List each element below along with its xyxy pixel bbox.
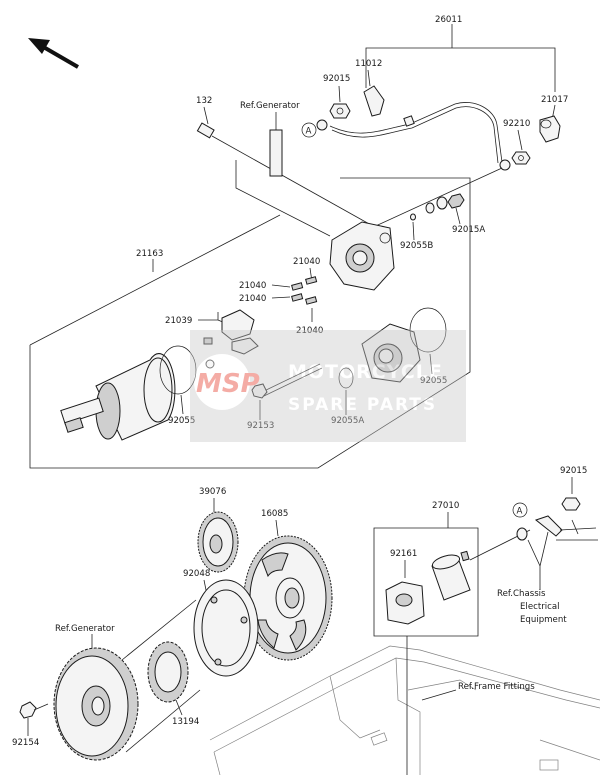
- watermark-brand: MSP: [196, 369, 260, 399]
- ref-generator-bottom: Ref.Generator: [55, 624, 115, 634]
- callout-92055-left: 92055: [168, 416, 195, 426]
- ref-chassis-line3: Equipment: [520, 615, 567, 625]
- callout-92161: 92161: [390, 549, 417, 559]
- callout-21040-d: 21040: [296, 326, 323, 336]
- msp-watermark: MSP MOTORCYCLE SPARE PARTS: [190, 330, 466, 442]
- callout-27010: 27010: [432, 501, 459, 511]
- callout-92210: 92210: [503, 119, 530, 129]
- watermark-line1: MOTORCYCLE: [288, 361, 443, 383]
- starter-motor-yoke-part: [60, 353, 176, 441]
- callout-21017: 21017: [541, 95, 568, 105]
- callout-21163: 21163: [136, 249, 163, 259]
- callout-92055-right: 92055: [420, 376, 447, 386]
- callout-21040-a: 21040: [293, 257, 320, 267]
- one-way-clutch-13194: [147, 641, 189, 703]
- callout-39076: 39076: [199, 487, 226, 497]
- watermark-line2: SPARE PARTS: [288, 395, 437, 415]
- relay-connector-part: [539, 115, 561, 143]
- callout-11012: 11012: [355, 59, 382, 69]
- callout-13194: 13194: [172, 717, 199, 727]
- nut-92210: [511, 151, 531, 165]
- brush-holder-part: [203, 309, 259, 369]
- callout-21039: 21039: [165, 316, 192, 326]
- callout-92055B: 92055B: [400, 241, 433, 251]
- marker-a-top: A: [301, 122, 317, 138]
- svg-text:A: A: [306, 127, 312, 137]
- through-bolt-92153: [251, 363, 323, 399]
- idle-gear-39076: [197, 511, 239, 573]
- clutch-housing-92048: [193, 579, 259, 677]
- o-ring-92055A: [338, 367, 354, 389]
- ref-frame-fittings: Ref.Frame Fittings: [458, 682, 535, 692]
- callout-92055A: 92055A: [331, 416, 364, 426]
- callout-26011: 26011: [435, 15, 462, 25]
- callout-92015A: 92015A: [452, 225, 485, 235]
- long-bolt-132: [196, 122, 381, 231]
- starter-front-cover-part: [361, 323, 421, 383]
- callout-92048: 92048: [183, 569, 210, 579]
- o-ring-92055-left: [159, 345, 197, 395]
- starter-motor-assembly-frame: [29, 177, 471, 469]
- ref-chassis-line2: Electrical: [520, 602, 560, 612]
- callout-92015-right: 92015: [560, 466, 587, 476]
- starter-relay-27010: [431, 550, 471, 601]
- starter-clutch-gear-16085: [243, 535, 333, 661]
- svg-text:A: A: [517, 507, 523, 517]
- callout-132: 132: [196, 96, 212, 106]
- terminal-washers: [410, 193, 465, 221]
- callout-21040-b: 21040: [239, 281, 266, 291]
- marker-a-bottom: A: [512, 502, 528, 518]
- nut-92015-right: [561, 497, 581, 511]
- battery-terminal-part: [516, 515, 598, 541]
- generator-bracket-part: [269, 129, 283, 177]
- front-direction-arrow-icon: [28, 38, 80, 69]
- o-ring-92055-right: [409, 307, 447, 353]
- callout-92015-top: 92015: [323, 74, 350, 84]
- callout-92153: 92153: [247, 421, 274, 431]
- callout-16085: 16085: [261, 509, 288, 519]
- callout-92154: 92154: [12, 738, 39, 748]
- ref-chassis-line1: Ref.Chassis: [497, 589, 546, 599]
- terminal-boot-part: [363, 85, 385, 117]
- starter-cable-part: [316, 102, 511, 171]
- frame-part: [209, 645, 600, 775]
- carbon-brushes-part: [291, 276, 318, 305]
- bolt-92154: [19, 701, 49, 719]
- callout-21040-c: 21040: [239, 294, 266, 304]
- generator-rotor-part: [53, 647, 139, 761]
- ref-generator-top: Ref.Generator: [240, 101, 300, 111]
- starter-end-cover-part: [329, 221, 395, 291]
- nut-92015-top: [329, 103, 351, 119]
- relay-rubber-92161: [385, 581, 425, 625]
